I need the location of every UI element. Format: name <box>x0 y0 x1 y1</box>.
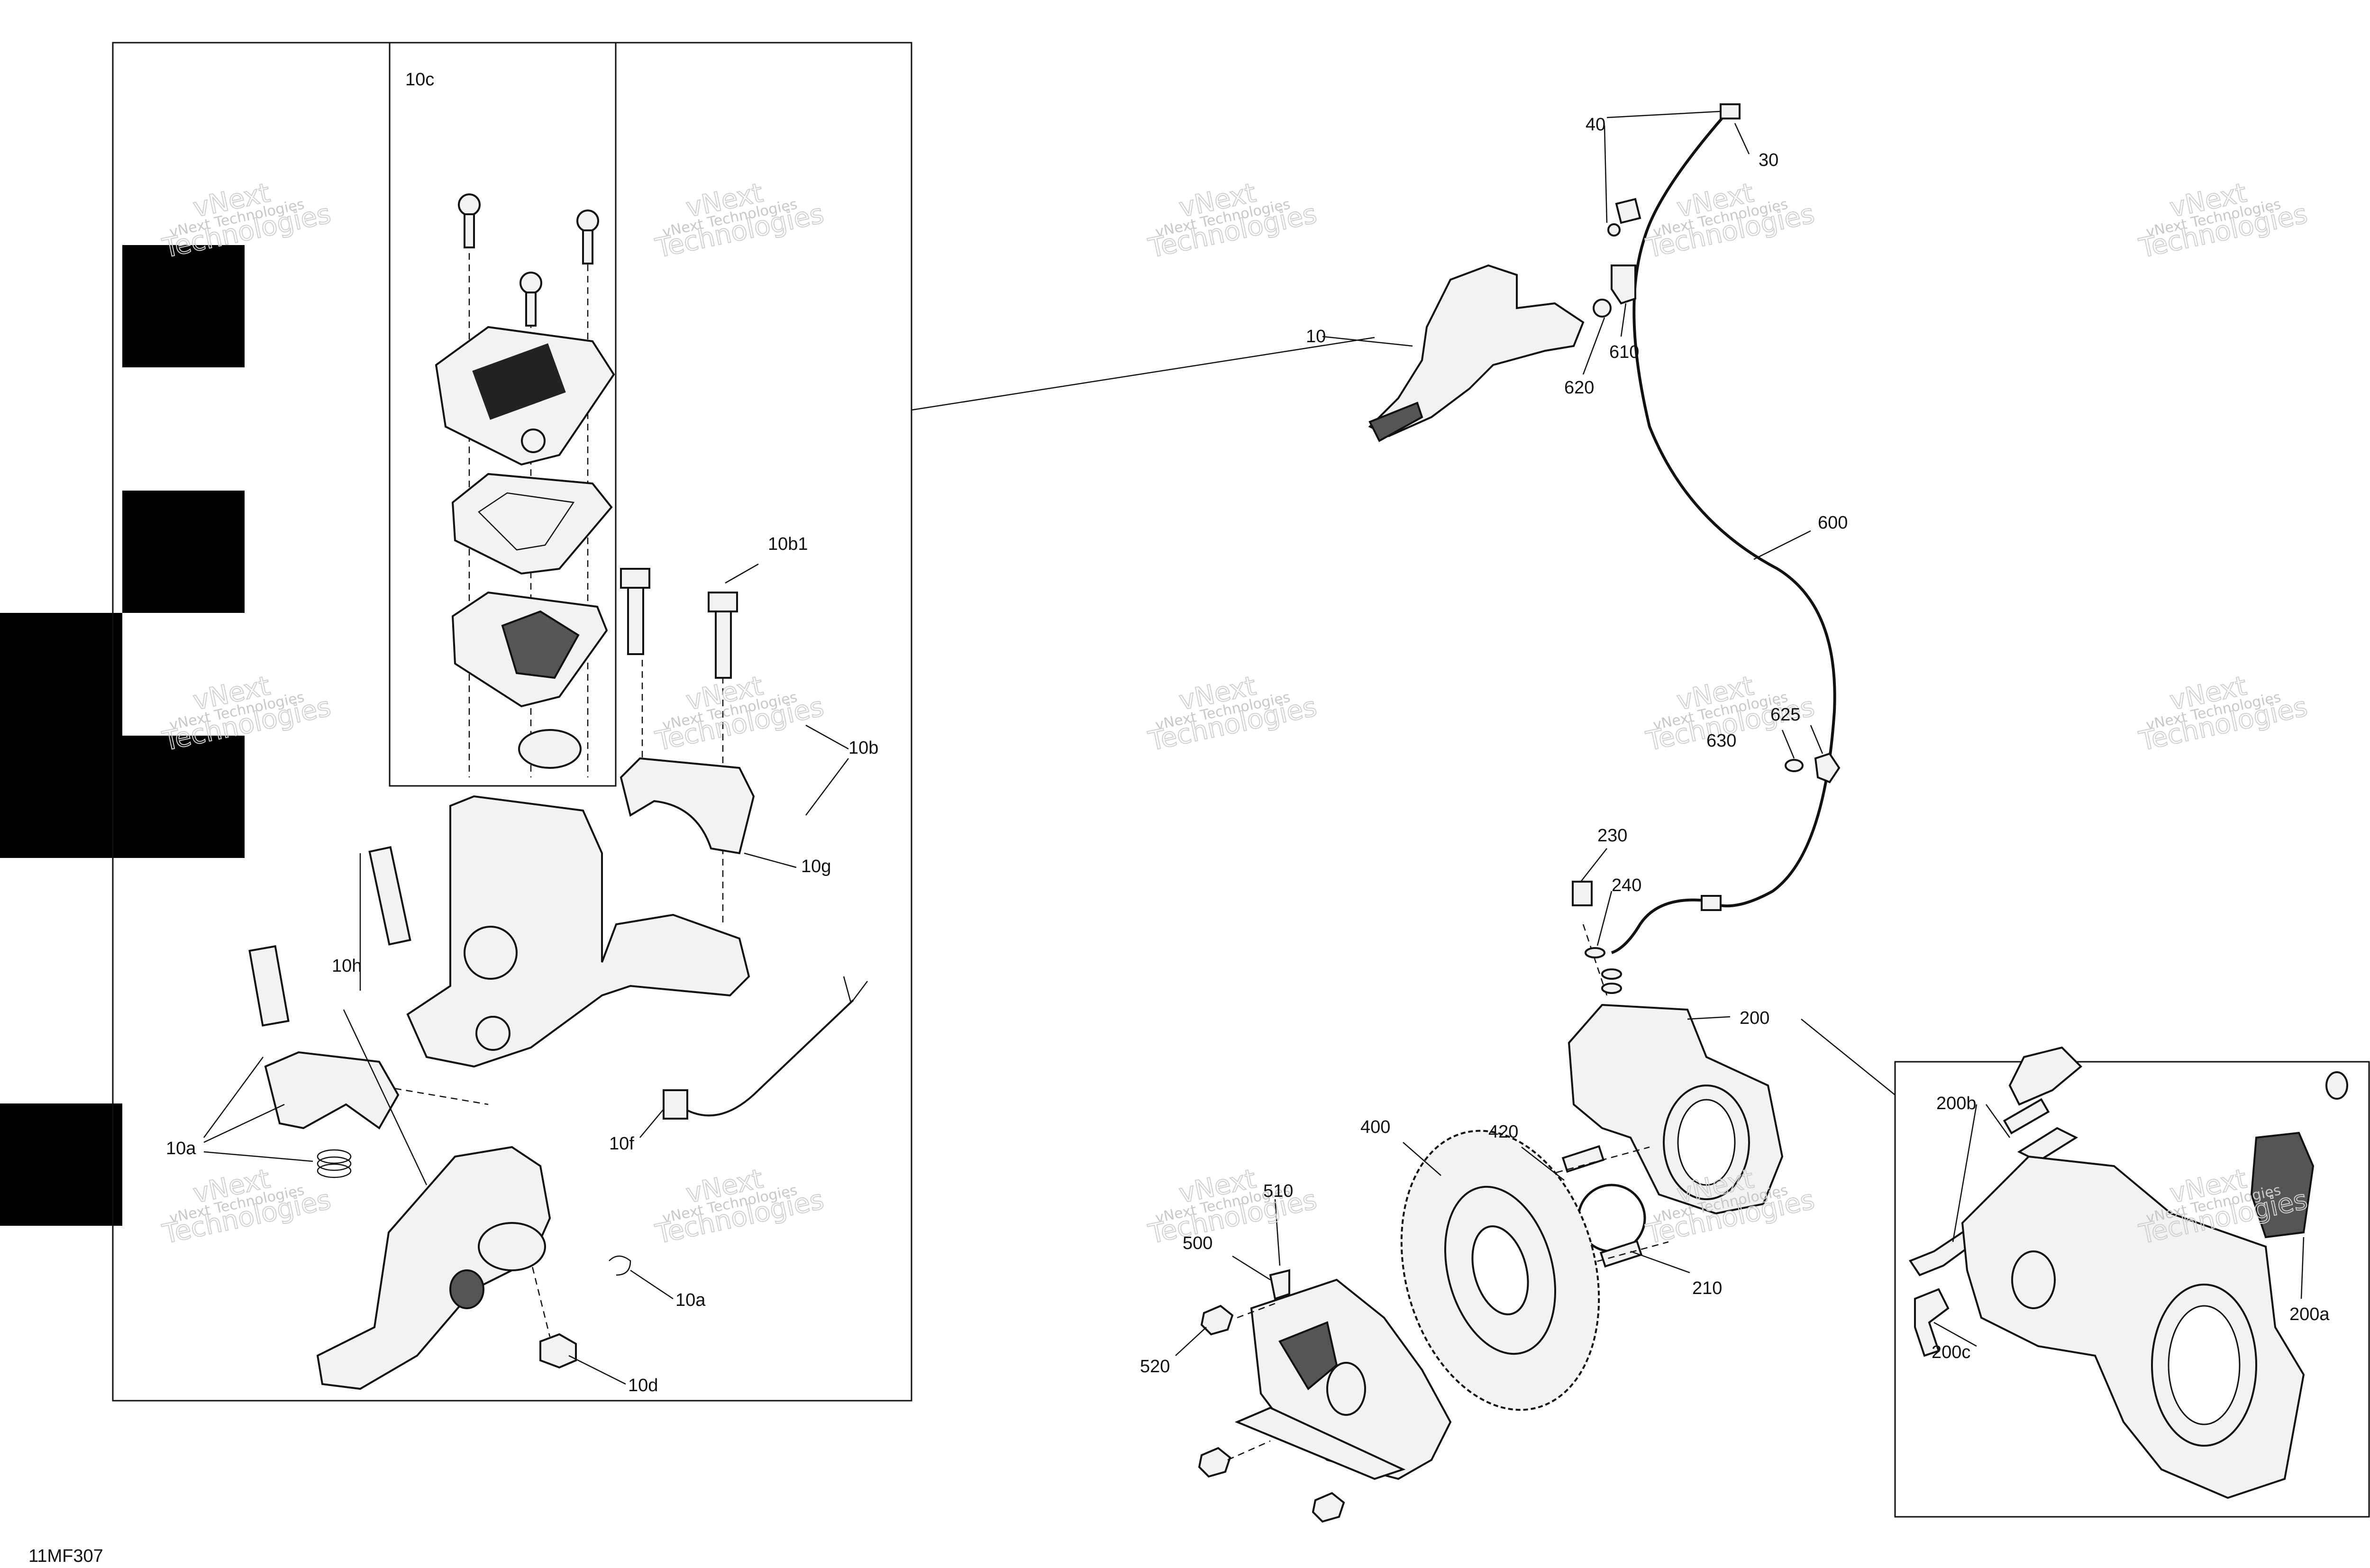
lever-set-screw <box>248 945 290 1027</box>
detail-frames <box>112 42 2370 1518</box>
bleed-valve-cap <box>2003 1098 2050 1135</box>
clamp-bolts <box>620 568 738 679</box>
callout-625: 625 <box>1770 705 1800 725</box>
hose-clamp <box>1611 264 1636 305</box>
callout-200b: 200b <box>1936 1094 1977 1113</box>
watermark: vNext Technologies vNext Technologies <box>1643 177 1817 264</box>
watermark: vNext Technologies vNext Technologies <box>1145 670 1320 757</box>
callout-600: 600 <box>1818 513 1848 533</box>
hose-guide <box>1814 752 1841 784</box>
callout-610: 610 <box>1609 342 1639 362</box>
lever-bracket <box>264 1051 400 1130</box>
brake-disc <box>1400 1130 1600 1411</box>
callout-10: 10 <box>1306 327 1326 346</box>
callout-230: 230 <box>1597 826 1627 846</box>
master-cylinder-assembled <box>1368 264 1585 438</box>
handlebar-clamp <box>620 757 755 855</box>
watermark: vNext Technologies vNext Technologies <box>2136 177 2310 264</box>
return-spring <box>317 1149 352 1178</box>
guide-washer <box>1785 759 1804 772</box>
callout-30: 30 <box>1759 150 1778 170</box>
watermarks: vNext Technologies vNext Technologies vN… <box>159 177 2310 1250</box>
crush-washer <box>1585 947 1605 958</box>
caliper-detail-view <box>1908 1046 2348 1499</box>
reservoir-seal <box>518 729 582 769</box>
callout-10b: 10b <box>848 738 878 758</box>
diaphragm-plate <box>451 473 613 575</box>
caliper-slide-pin-upper <box>1561 1145 1605 1173</box>
clamp-nut <box>1593 299 1612 318</box>
callout-620: 620 <box>1564 378 1594 398</box>
master-cylinder-exploded-view <box>203 193 868 1390</box>
callout-420: 420 <box>1488 1122 1518 1142</box>
brake-pads <box>2250 1131 2315 1239</box>
callout-520: 520 <box>1140 1357 1170 1377</box>
watermark: vNext Technologies vNext Technologies <box>159 1163 334 1250</box>
callout-10d: 10d <box>628 1376 658 1395</box>
callout-210: 210 <box>1692 1278 1722 1298</box>
brake-light-switch <box>663 1089 688 1120</box>
reservoir-cap-screws <box>458 193 599 327</box>
callout-240: 240 <box>1612 875 1641 895</box>
bleed-valve <box>1914 1288 1950 1357</box>
callout-labels: 10c 10b1 10b 10g 10h 10a 10f 10a 10d 40 … <box>28 70 2330 1566</box>
caliper-slide-pin-lower <box>1599 1240 1643 1268</box>
callout-510: 510 <box>1263 1181 1293 1201</box>
callout-10h: 10h <box>332 956 362 976</box>
callout-200: 200 <box>1740 1008 1769 1028</box>
callout-10c: 10c <box>405 70 434 90</box>
banjo-bolt <box>1572 881 1593 906</box>
retaining-clip <box>609 1255 631 1276</box>
reservoir-cap-detail-frame <box>389 42 617 787</box>
callout-10f: 10f <box>609 1134 634 1154</box>
callout-500: 500 <box>1183 1233 1212 1253</box>
brake-light-switch-wire <box>684 999 854 1117</box>
lock-nut <box>539 1333 577 1369</box>
spring-clip <box>2008 1046 2082 1106</box>
callout-40: 40 <box>1586 115 1605 135</box>
guard-nut-upper <box>1200 1304 1234 1336</box>
caliper-detail-frame <box>1894 1061 2370 1518</box>
redaction-blocks <box>0 245 245 1226</box>
drawing-id: 11MF307 <box>28 1546 103 1566</box>
callout-10g: 10g <box>801 857 831 876</box>
callout-200c: 200c <box>1932 1342 1970 1362</box>
pivot-pin <box>368 846 411 946</box>
watermark: vNext Technologies vNext Technologies <box>1145 177 1320 264</box>
brake-assembly-overview <box>1175 103 1896 1523</box>
watermark: vNext Technologies vNext Technologies <box>2136 670 2310 757</box>
master-cylinder-body <box>406 795 750 1068</box>
watermark: vNext Technologies vNext Technologies <box>652 1163 827 1250</box>
guard-nut-middle <box>1198 1447 1231 1478</box>
callout-630: 630 <box>1706 731 1736 751</box>
watermark: vNext Technologies vNext Technologies <box>652 177 827 264</box>
caliper-piston <box>2011 1250 2056 1309</box>
guard-nut-lower <box>1312 1492 1345 1523</box>
guard-bracket <box>1234 1406 1406 1480</box>
callout-10b1: 10b1 <box>768 534 808 554</box>
callout-200a: 200a <box>2289 1304 2330 1324</box>
watermark: vNext Technologies vNext Technologies <box>652 670 827 757</box>
callout-400: 400 <box>1360 1117 1390 1137</box>
callout-10a-lower: 10a <box>675 1290 706 1310</box>
guard-screw <box>1269 1269 1290 1300</box>
callout-10a-upper: 10a <box>166 1139 196 1158</box>
